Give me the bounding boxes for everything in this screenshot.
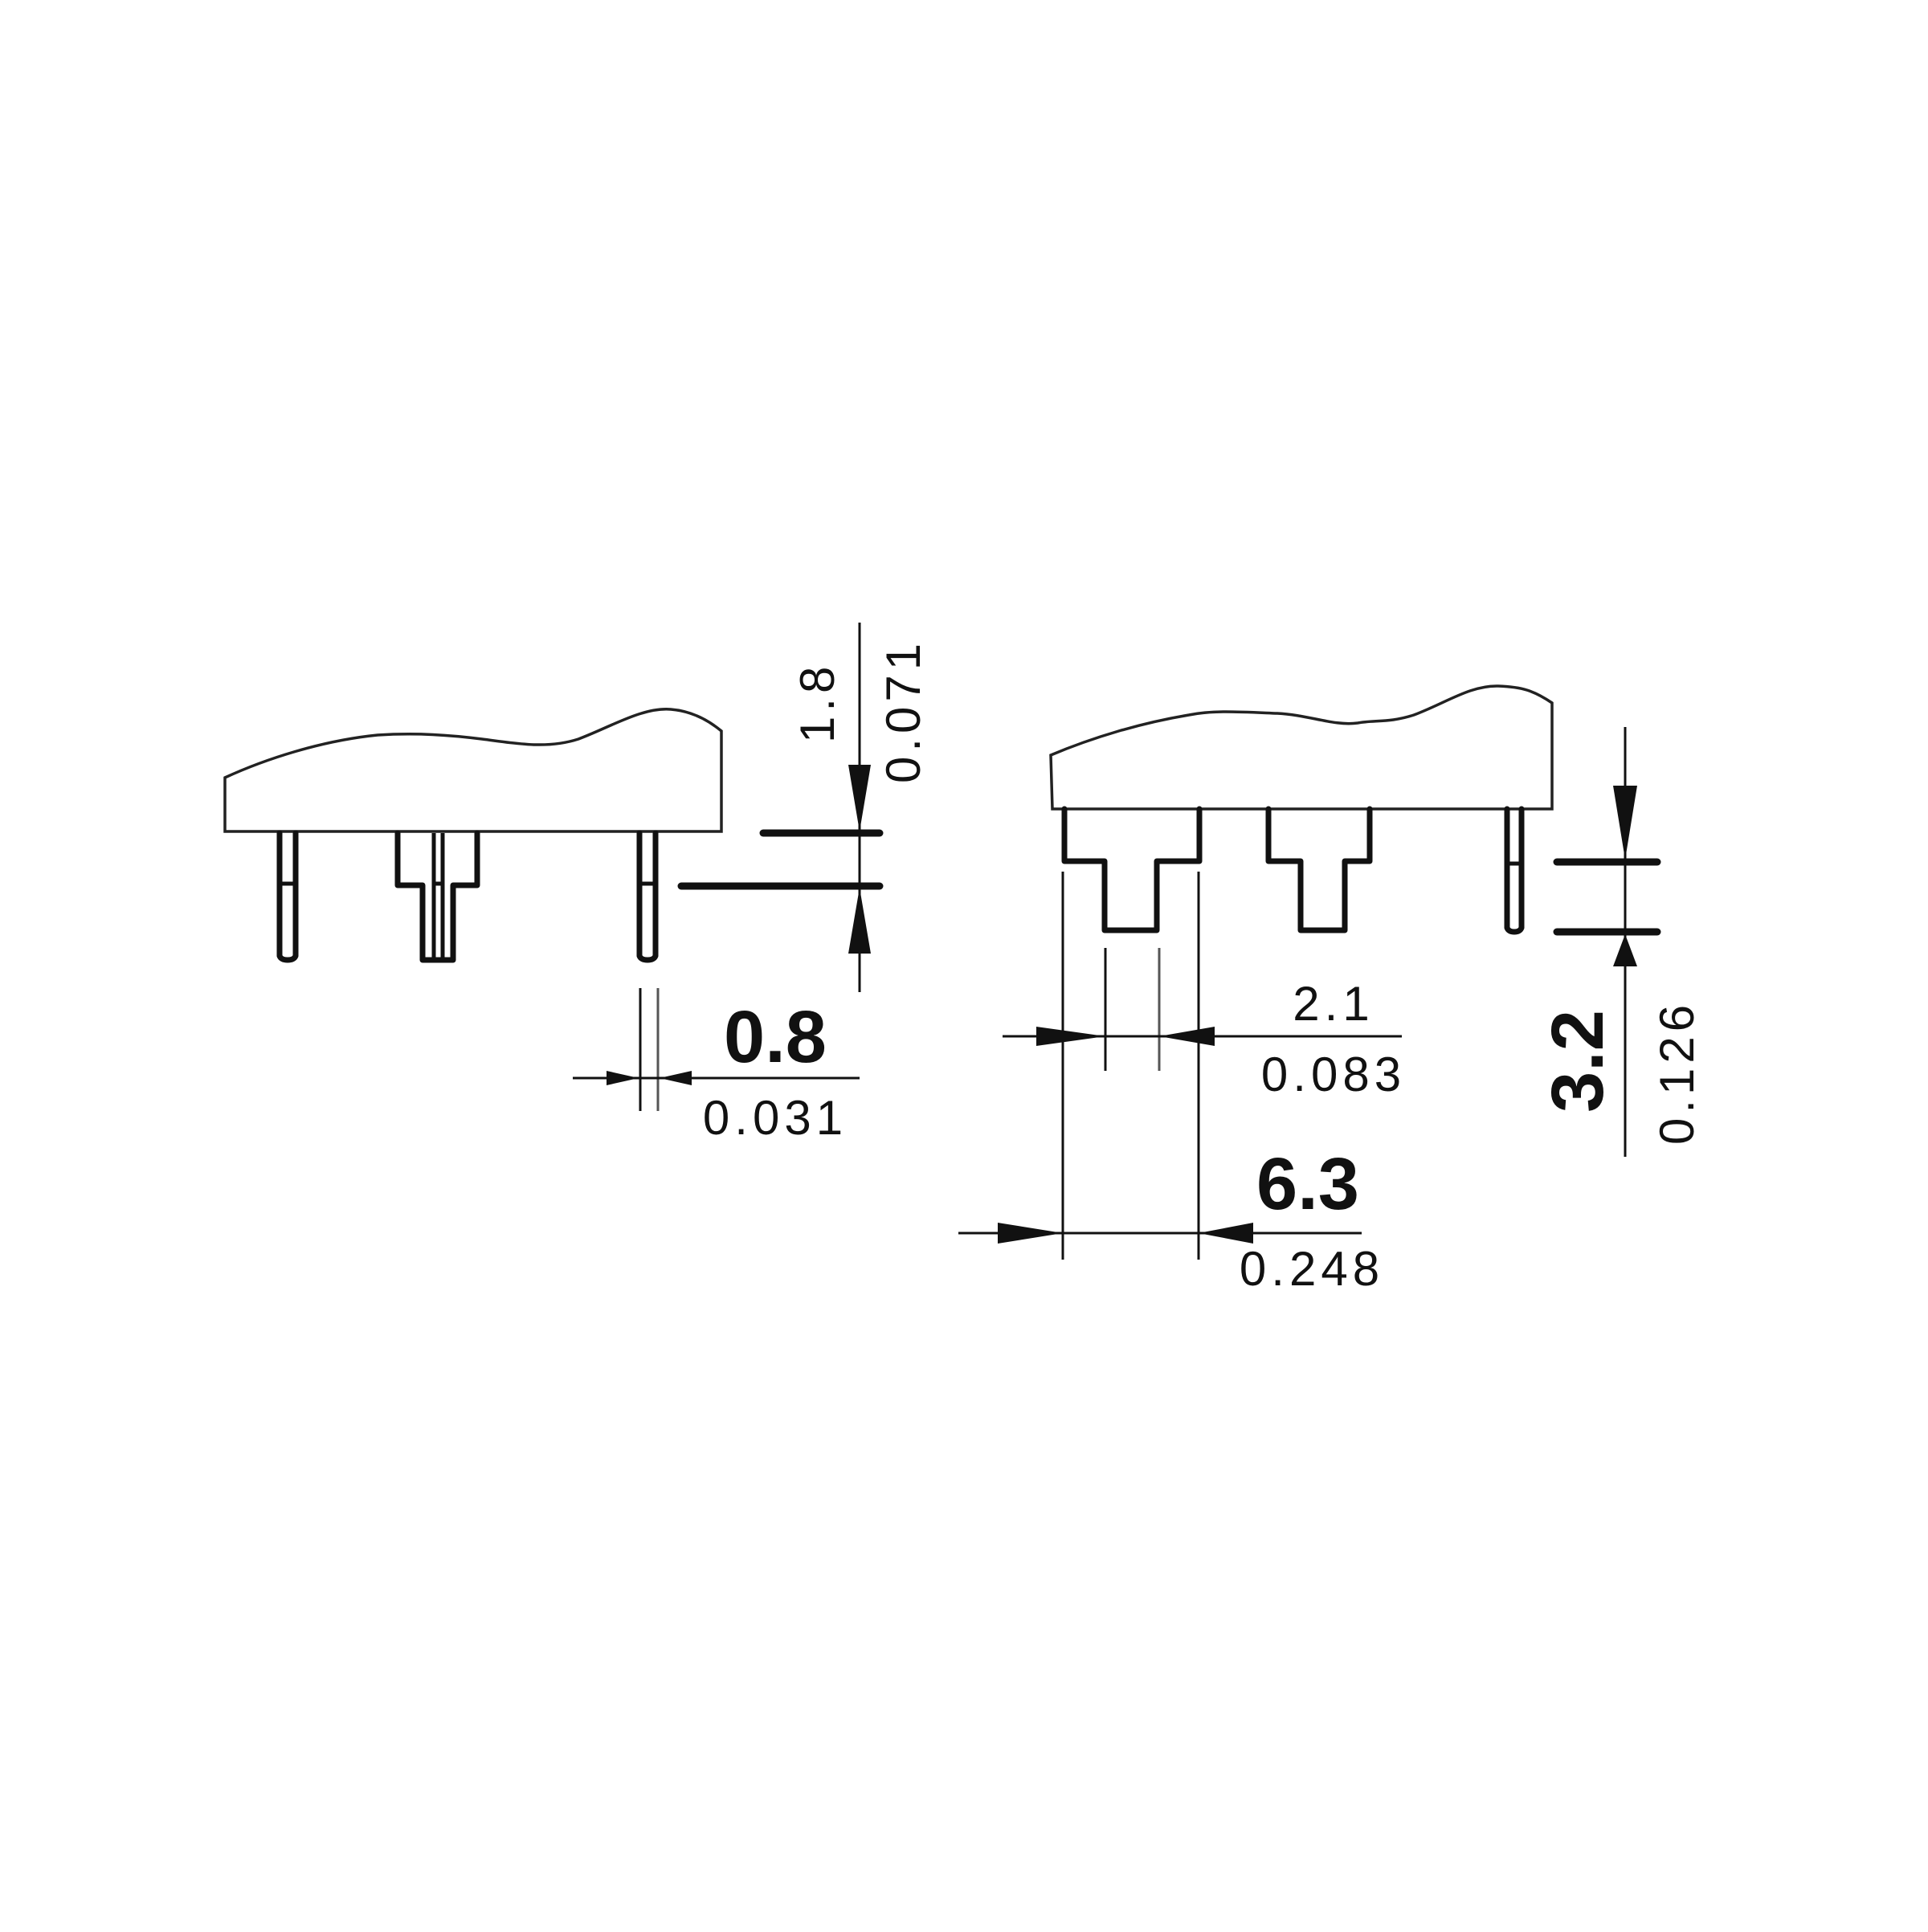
arrow-down-icon bbox=[1613, 786, 1637, 860]
arrow-right-icon bbox=[1036, 1027, 1105, 1046]
left-pin-3 bbox=[636, 830, 659, 963]
dim-0.8-mm: 0.8 bbox=[724, 996, 827, 1078]
dim-6.3-inch: 0.248 bbox=[1240, 1242, 1384, 1296]
left-pin-2-tshape bbox=[394, 830, 480, 963]
dim-1.8-mm: 1.8 bbox=[790, 662, 844, 743]
left-pin-1 bbox=[276, 830, 299, 963]
left-component: 1.8 0.071 0.8 0.031 bbox=[223, 623, 930, 1145]
dim-3.2-mm: 3.2 bbox=[1537, 1010, 1619, 1113]
arrow-right-icon bbox=[607, 1071, 639, 1085]
arrow-up-icon bbox=[1613, 934, 1637, 966]
arrow-left-icon bbox=[1199, 1223, 1253, 1244]
dim-2.1-mm: 2.1 bbox=[1293, 977, 1374, 1031]
dim-3.2-inch: 0.126 bbox=[1650, 1000, 1704, 1145]
arrow-left-icon bbox=[660, 1071, 692, 1085]
right-terminal-2 bbox=[1265, 806, 1373, 933]
arrow-left-icon bbox=[1159, 1027, 1215, 1046]
left-component-body bbox=[223, 708, 723, 833]
right-pin-straight bbox=[1504, 806, 1525, 935]
right-component-body bbox=[1049, 684, 1554, 811]
dim-2.1-inch: 0.083 bbox=[1261, 1048, 1406, 1101]
dim-6.3-mm: 6.3 bbox=[1256, 1143, 1359, 1225]
arrow-up-icon bbox=[848, 888, 871, 954]
dim-1.8-inch: 0.071 bbox=[876, 639, 930, 783]
right-terminal-1 bbox=[1061, 806, 1203, 933]
right-component: 2.1 0.083 6.3 0.248 3.2 0.126 bbox=[958, 684, 1704, 1296]
dim-0.8-inch: 0.031 bbox=[703, 1091, 848, 1145]
arrow-right-icon bbox=[998, 1223, 1063, 1244]
arrow-down-icon bbox=[848, 765, 871, 831]
